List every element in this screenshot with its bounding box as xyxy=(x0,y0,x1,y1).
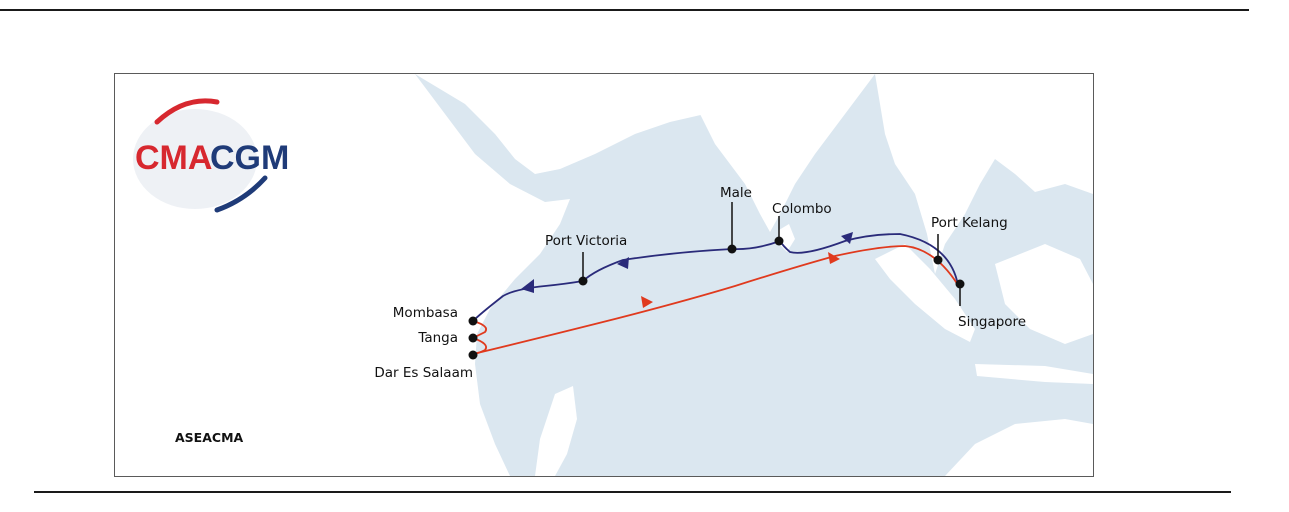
australia-landmass xyxy=(945,419,1093,476)
cma-cgm-logo: CMA CGM xyxy=(133,98,289,213)
return-arrow-icon xyxy=(521,279,534,293)
borneo-landmass xyxy=(995,244,1093,344)
outbound-route-line xyxy=(472,245,959,355)
outbound-arrow-icon xyxy=(641,296,653,308)
service-name: ASEACMA xyxy=(175,430,244,445)
port-marker-dar-es-salaam: Dar Es Salaam xyxy=(374,350,478,381)
port-label-port-victoria: Port Victoria xyxy=(545,233,627,249)
port-label-tanga: Tanga xyxy=(417,330,458,346)
port-marker-male: Male xyxy=(720,185,752,254)
route-map: CMA CGM Mombasa Tanga Dar Es Salaam P xyxy=(114,73,1094,477)
route-map-canvas: CMA CGM Mombasa Tanga Dar Es Salaam P xyxy=(115,74,1093,476)
port-label-mombasa: Mombasa xyxy=(393,305,458,321)
port-label-colombo: Colombo xyxy=(772,201,832,217)
arabia-landmass xyxy=(415,74,705,174)
port-marker-tanga: Tanga xyxy=(417,330,478,346)
logo-red-swoosh-icon xyxy=(154,98,220,125)
outbound-arrow-icon xyxy=(828,252,840,264)
return-arrow-icon xyxy=(841,232,853,244)
port-label-dar-es-salaam: Dar Es Salaam xyxy=(374,365,473,381)
logo-globe-icon xyxy=(133,109,257,209)
bottom-divider xyxy=(34,491,1231,493)
port-marker-colombo: Colombo xyxy=(772,201,832,246)
logo-blue-swoosh-icon xyxy=(214,175,268,213)
port-marker-mombasa: Mombasa xyxy=(393,305,478,326)
sumatra-landmass xyxy=(875,244,975,342)
southeast-asia-landmass xyxy=(875,74,1093,274)
port-label-port-kelang: Port Kelang xyxy=(931,215,1008,231)
port-marker-singapore: Singapore xyxy=(955,279,1026,330)
logo-text-cgm: CGM xyxy=(210,139,289,177)
return-arrow-icon xyxy=(617,257,629,269)
port-label-singapore: Singapore xyxy=(958,314,1026,330)
top-divider xyxy=(0,9,1249,11)
port-marker-port-kelang: Port Kelang xyxy=(931,215,1008,265)
port-marker-port-victoria: Port Victoria xyxy=(545,233,627,286)
madagascar-landmass xyxy=(535,386,577,476)
india-landmass xyxy=(675,74,875,232)
logo-text-cma: CMA xyxy=(135,139,212,177)
port-label-male: Male xyxy=(720,185,752,201)
java-landmass xyxy=(975,364,1093,384)
